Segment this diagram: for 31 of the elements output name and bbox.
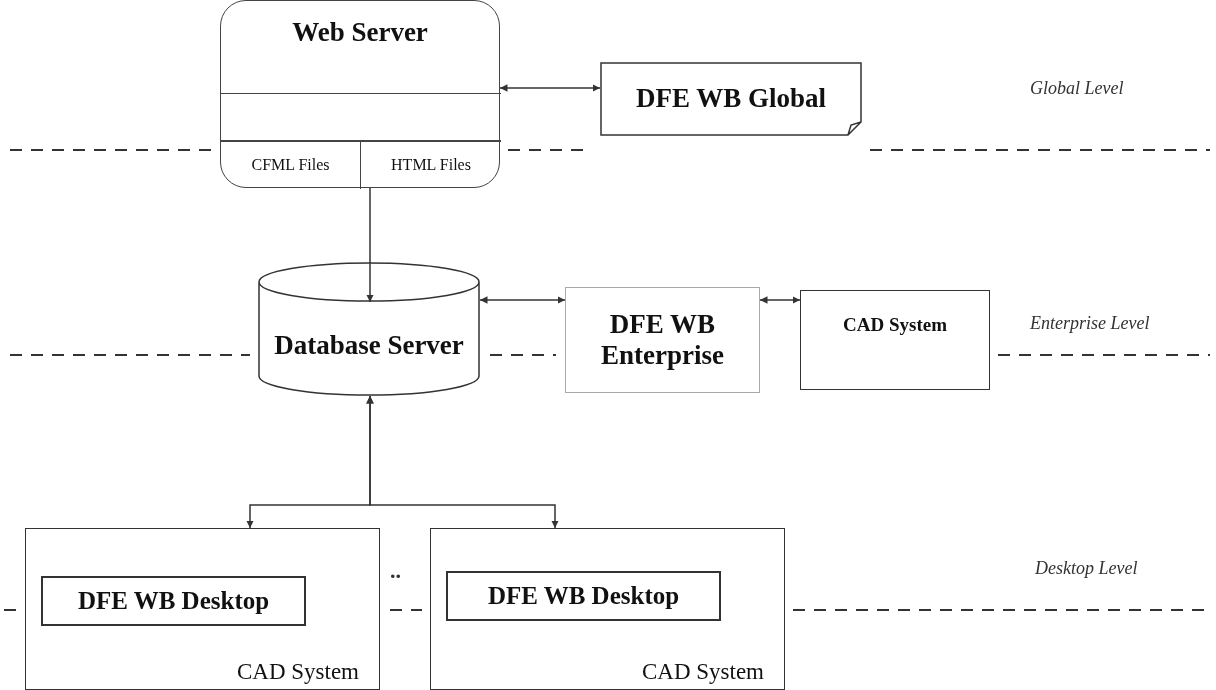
- process-box: [446, 571, 721, 621]
- node-title: CAD System: [843, 314, 947, 338]
- node-title: DFE WB Desktop: [487, 581, 680, 611]
- arrow: [479, 296, 566, 304]
- desktop-box: [25, 528, 380, 690]
- node-text: CAD System: [641, 658, 764, 685]
- node-title: Database Server: [274, 329, 464, 362]
- level-label: Desktop Level: [1035, 558, 1138, 579]
- ellipsis-mark: ..: [390, 558, 401, 584]
- process-box: [41, 576, 306, 626]
- server-box: [220, 0, 500, 188]
- arrow: [499, 84, 601, 92]
- arrow: [759, 296, 801, 304]
- level-label: Enterprise Level: [1030, 313, 1150, 334]
- database-cylinder: [258, 262, 480, 396]
- arrow: [366, 395, 559, 529]
- node-text: HTML Files: [391, 156, 471, 175]
- node-title: DFE WB Global: [635, 83, 826, 115]
- note-box: [600, 62, 862, 136]
- process-box: [565, 287, 760, 393]
- level-label: Global Level: [1030, 78, 1124, 99]
- node-text: CAD System: [236, 658, 359, 685]
- file-section: [221, 141, 361, 189]
- desktop-box: [430, 528, 785, 690]
- node-title: DFE WB Desktop: [77, 586, 270, 616]
- node-text: CFML Files: [251, 156, 330, 175]
- process-box: [800, 290, 990, 390]
- server-band: [221, 93, 501, 141]
- server-title: Web Server: [292, 16, 428, 49]
- node-title: DFE WB Enterprise: [600, 308, 725, 372]
- arrow: [366, 187, 374, 303]
